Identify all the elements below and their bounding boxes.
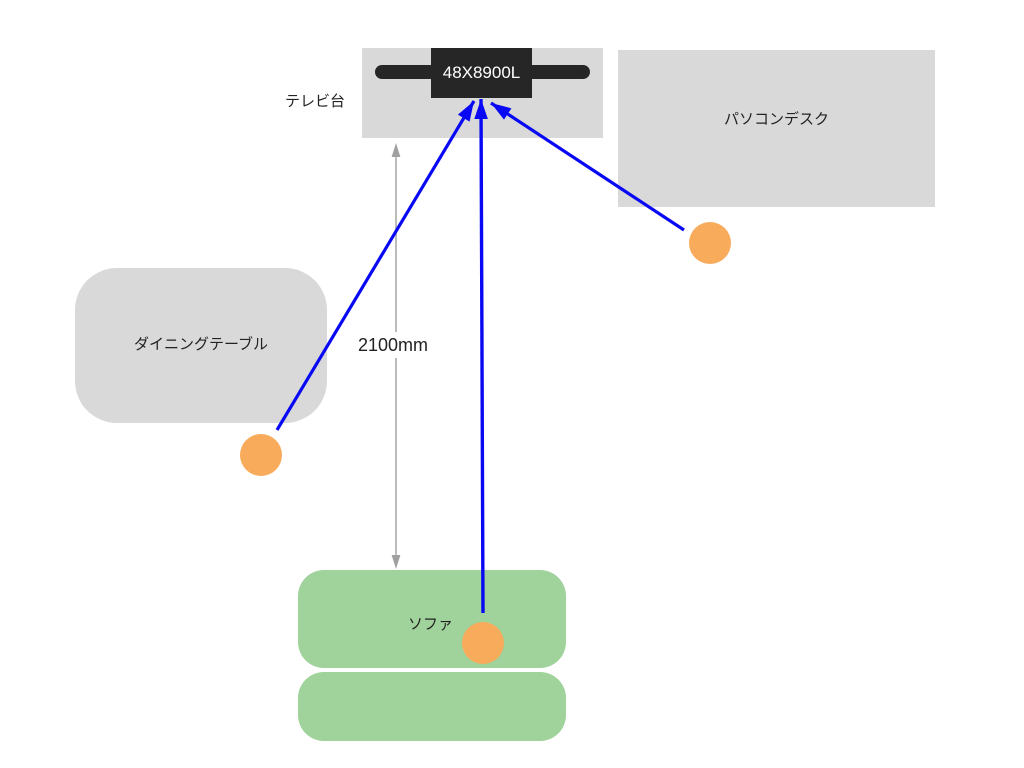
distance-label: 2100mm [353, 332, 434, 358]
tv-stand-label: テレビ台 [285, 93, 346, 110]
sofa-label: ソファ [408, 616, 454, 633]
sofa-seat-front [298, 570, 566, 668]
distance-arrowhead-top [391, 143, 401, 157]
tv-model-box: 48X8900L [431, 48, 532, 98]
pc-desk-label: パソコンデスク [723, 111, 829, 128]
distance-arrowhead-bottom [391, 555, 401, 569]
sofa-seat-back [298, 672, 566, 741]
sightline-sofa-to-tv [474, 98, 488, 614]
viewer-dot-desk [689, 222, 731, 264]
viewer-dot-dining [240, 434, 282, 476]
tv-model-label: 48X8900L [442, 63, 521, 82]
dining-table-label: ダイニングテーブル [133, 336, 269, 353]
viewer-dot-sofa [462, 622, 504, 664]
